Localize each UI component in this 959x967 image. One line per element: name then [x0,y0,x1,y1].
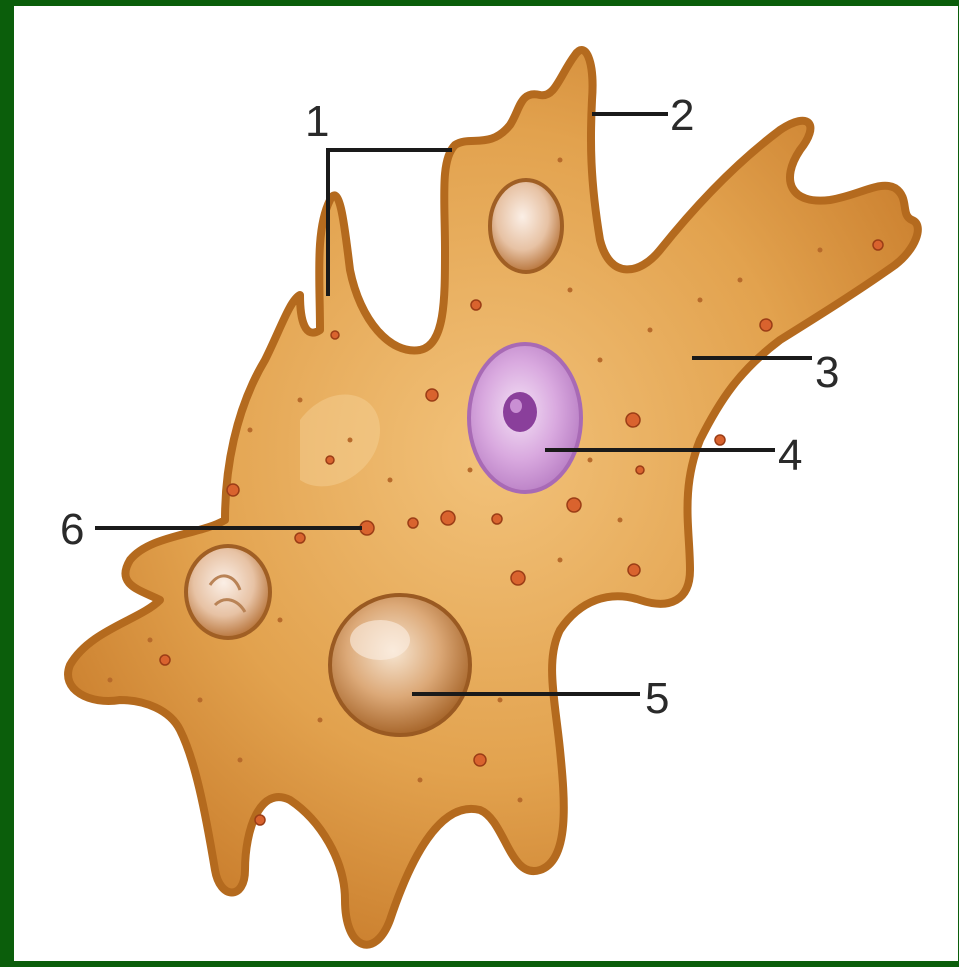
label-3: 3 [815,348,839,397]
label-1: 1 [305,97,329,146]
food-vacuole-left [186,546,270,638]
label-5: 5 [645,674,669,723]
label-2: 2 [670,91,694,140]
nucleolus-highlight [510,399,522,413]
vacuole-shine [350,620,410,660]
amoeba-cell-body [68,50,918,945]
label-4: 4 [778,431,802,480]
food-vacuole-top [490,180,562,272]
nucleolus [503,392,537,432]
contractile-vacuole [330,595,470,735]
label-6: 6 [60,505,84,554]
